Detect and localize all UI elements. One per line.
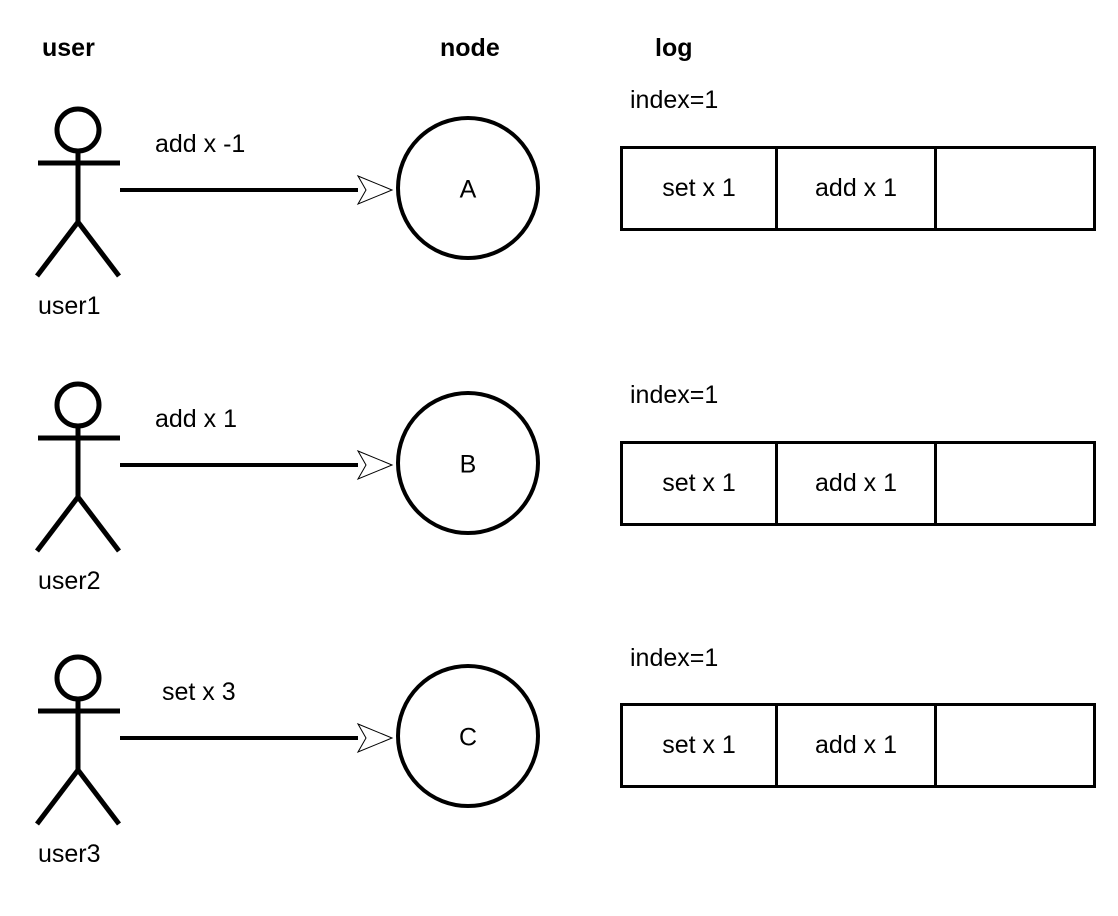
log-cell bbox=[937, 706, 1093, 785]
node-circle-b bbox=[396, 391, 540, 535]
node-outline-shape bbox=[396, 664, 540, 808]
log-index-label-1: index=1 bbox=[630, 86, 719, 114]
arrow-head-icon bbox=[356, 449, 394, 481]
log-cell bbox=[937, 149, 1093, 228]
log-cell: add x 1 bbox=[778, 706, 938, 785]
log-index-label-2: index=1 bbox=[630, 381, 719, 409]
actor-right-leg-line bbox=[76, 768, 121, 826]
actor-head-icon bbox=[54, 106, 102, 154]
actor-label-user3: user3 bbox=[38, 840, 101, 868]
message-label-3: set x 3 bbox=[162, 678, 236, 706]
node-letter-a: A bbox=[459, 175, 477, 204]
message-arrow-3 bbox=[120, 722, 394, 754]
log-table-1: set x 1 add x 1 bbox=[620, 146, 1096, 231]
log-cell: set x 1 bbox=[623, 149, 779, 228]
log-cell: set x 1 bbox=[623, 444, 779, 523]
log-cell: add x 1 bbox=[778, 444, 938, 523]
node-outline-shape bbox=[396, 116, 540, 260]
log-table-3: set x 1 add x 1 bbox=[620, 703, 1096, 788]
stick-figure-user1 bbox=[35, 106, 121, 278]
column-header-log: log bbox=[655, 34, 693, 62]
arrow-head-icon bbox=[356, 722, 394, 754]
log-cell: add x 1 bbox=[778, 149, 938, 228]
node-circle-c bbox=[396, 664, 540, 808]
actor-right-leg-line bbox=[76, 495, 121, 553]
column-header-node: node bbox=[440, 34, 500, 62]
log-cell: set x 1 bbox=[623, 706, 779, 785]
actor-left-leg-line bbox=[35, 768, 80, 826]
actor-label-user2: user2 bbox=[38, 567, 101, 595]
node-outline-shape bbox=[396, 391, 540, 535]
log-cell bbox=[937, 444, 1093, 523]
arrow-head-icon bbox=[356, 174, 394, 206]
actor-left-leg-line bbox=[35, 495, 80, 553]
actor-right-leg-line bbox=[76, 220, 121, 278]
node-circle-a bbox=[396, 116, 540, 260]
column-header-user: user bbox=[42, 34, 95, 62]
log-table-2: set x 1 add x 1 bbox=[620, 441, 1096, 526]
message-arrow-2 bbox=[120, 449, 394, 481]
message-arrow-1 bbox=[120, 174, 394, 206]
stick-figure-user3 bbox=[35, 654, 121, 826]
actor-head-icon bbox=[54, 381, 102, 429]
message-label-1: add x -1 bbox=[155, 130, 246, 158]
actor-left-leg-line bbox=[35, 220, 80, 278]
node-letter-b: B bbox=[459, 450, 477, 479]
actor-label-user1: user1 bbox=[38, 292, 101, 320]
message-label-2: add x 1 bbox=[155, 405, 238, 433]
actor-head-icon bbox=[54, 654, 102, 702]
node-letter-c: C bbox=[458, 723, 478, 752]
stick-figure-user2 bbox=[35, 381, 121, 553]
log-index-label-3: index=1 bbox=[630, 644, 719, 672]
